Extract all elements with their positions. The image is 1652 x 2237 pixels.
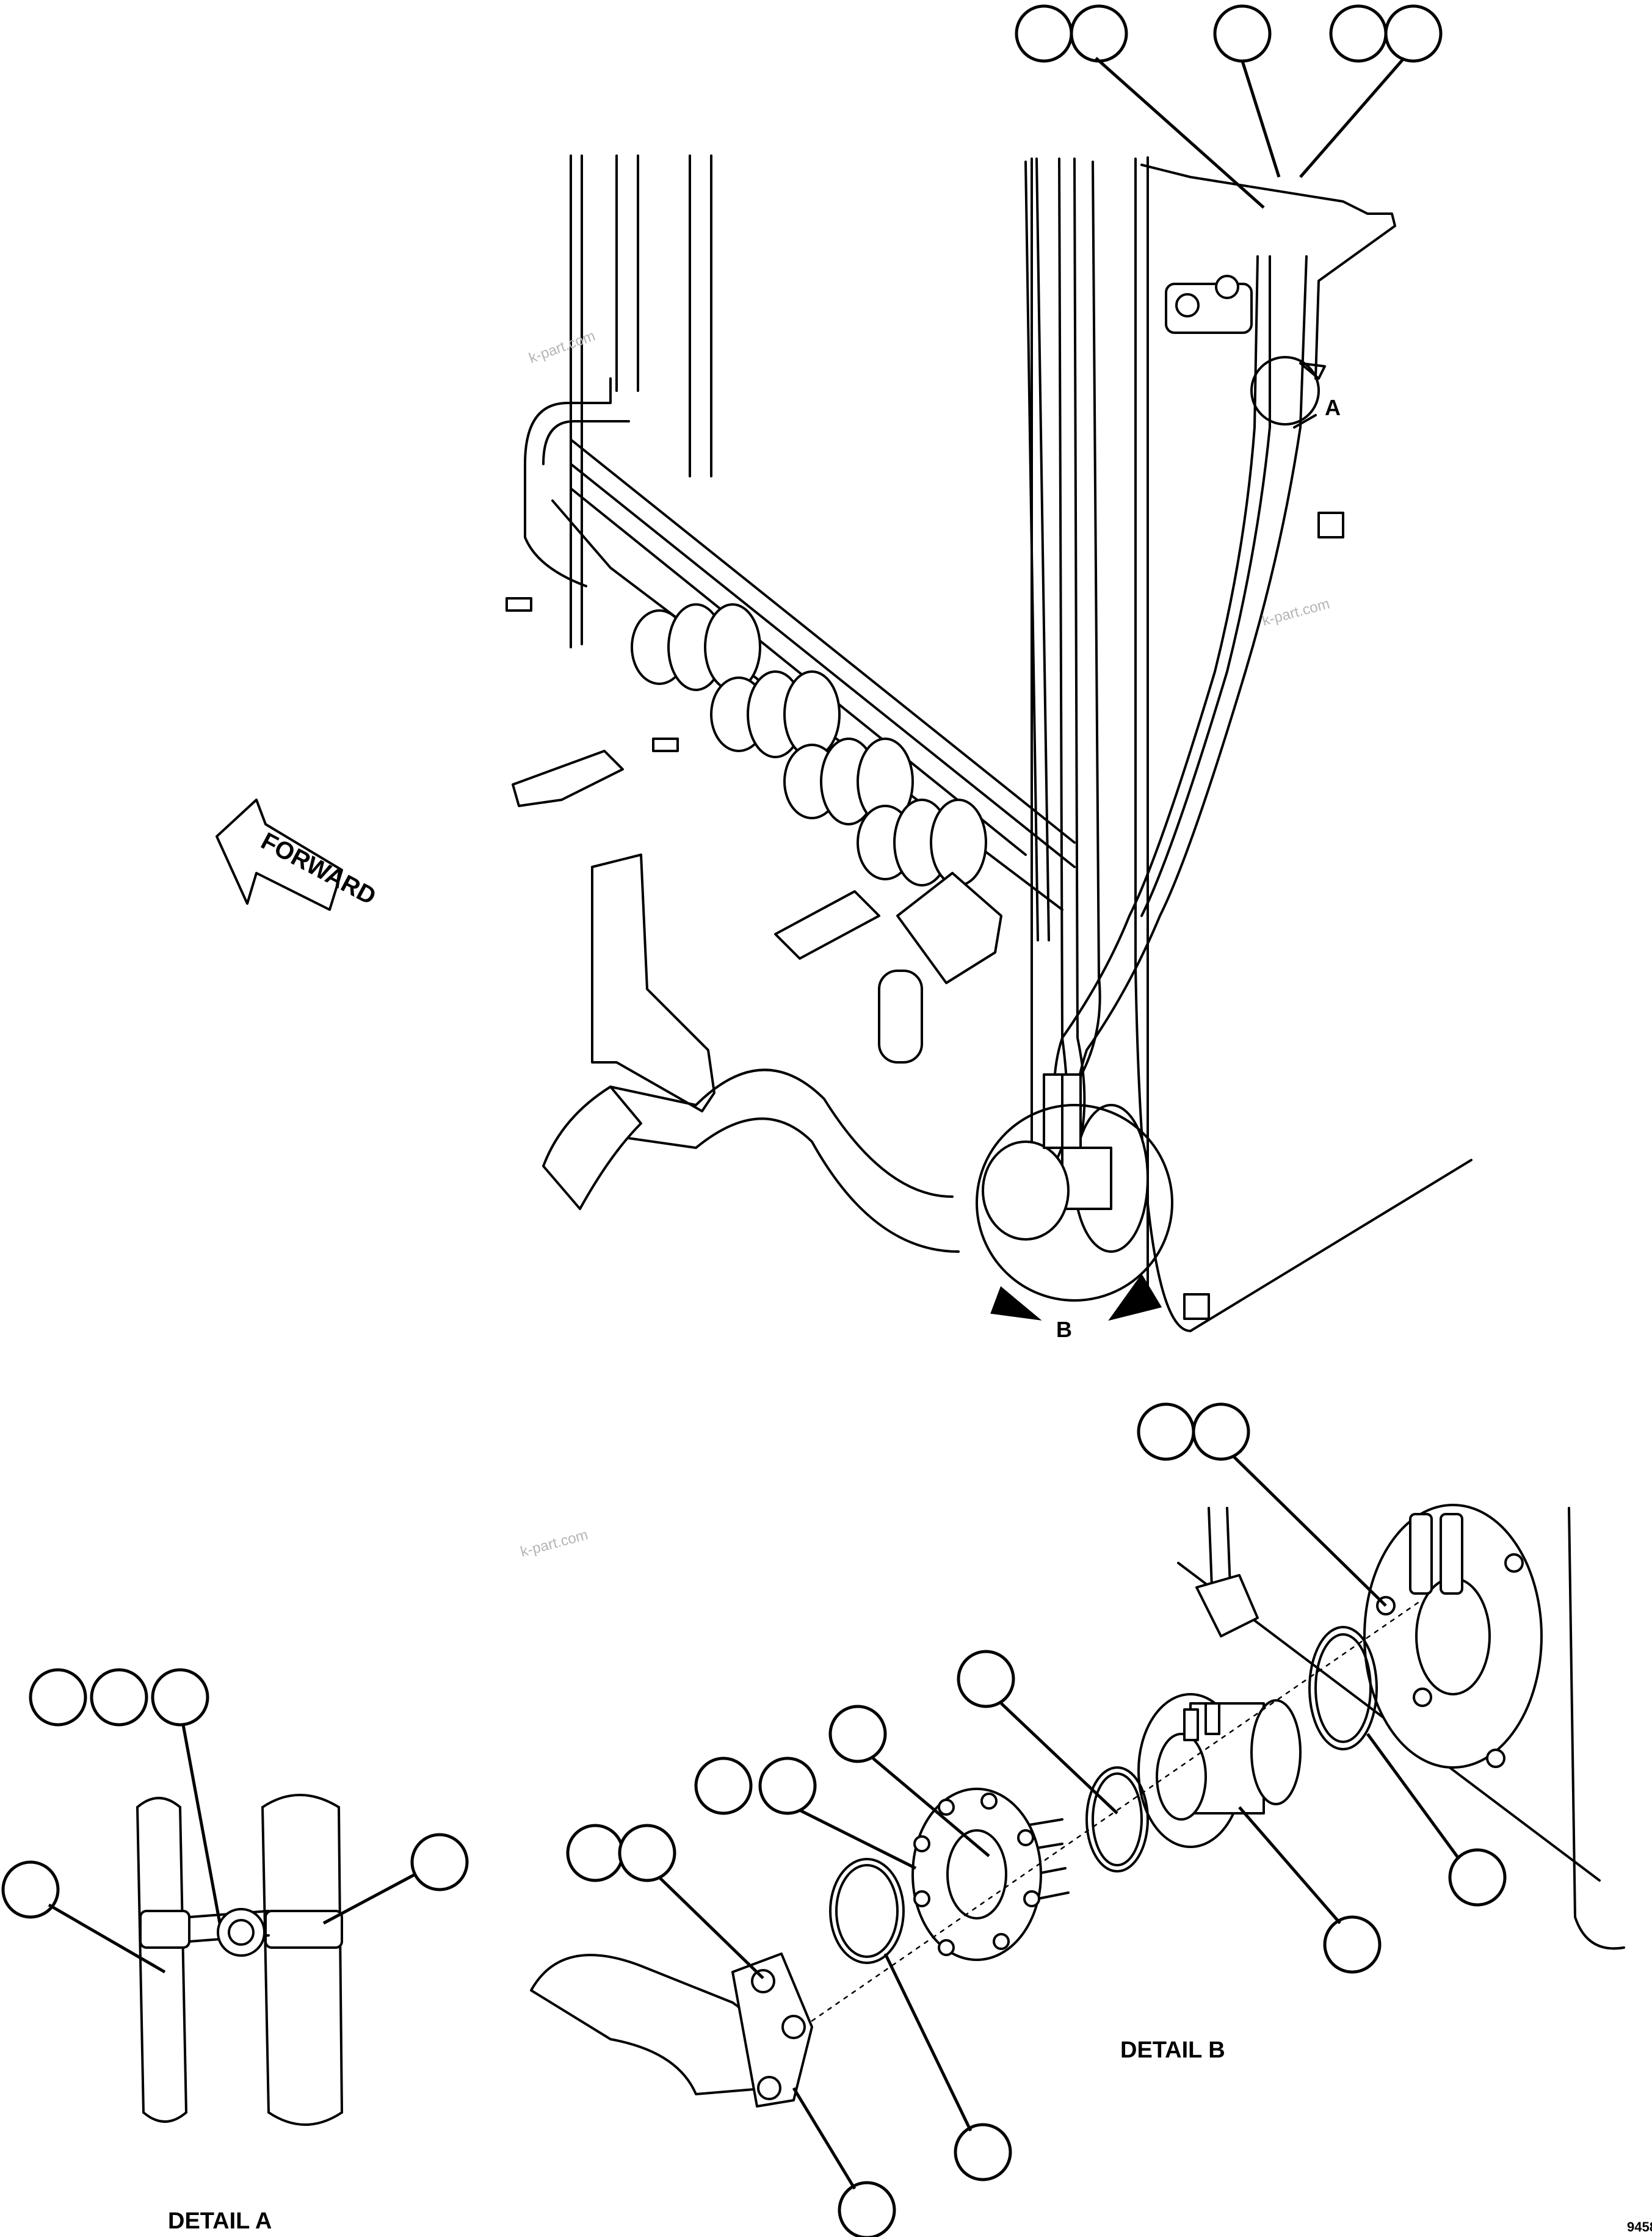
detail-marker-b: B	[976, 1104, 1173, 1342]
detail-a-label: DETAIL A	[168, 2208, 272, 2234]
canister	[878, 970, 923, 1064]
watermark-3: k-part.com	[519, 1526, 590, 1560]
main-assembly-view: A B FORWARD	[216, 4, 1473, 1342]
pump-assembly	[982, 1073, 1149, 1253]
watermark-1: k-part.com	[527, 327, 598, 366]
watermark-2: k-part.com	[1261, 595, 1331, 629]
fitting-block	[1317, 512, 1344, 538]
view-b-label: B	[1056, 1317, 1072, 1342]
adapter-plate	[911, 1788, 1070, 1961]
top-callouts	[1015, 4, 1443, 209]
figure-id: 9458	[1627, 2219, 1652, 2235]
detail-marker-a: A	[1250, 356, 1341, 429]
detail-b-label: DETAIL B	[1120, 2037, 1225, 2063]
forward-arrow: FORWARD	[216, 799, 380, 911]
isolator-mounts	[631, 603, 987, 886]
detail-a-view: DETAIL A	[1, 1668, 469, 2234]
detail-b-view: DETAIL B	[530, 1402, 1625, 2237]
view-a-label: A	[1325, 395, 1341, 420]
